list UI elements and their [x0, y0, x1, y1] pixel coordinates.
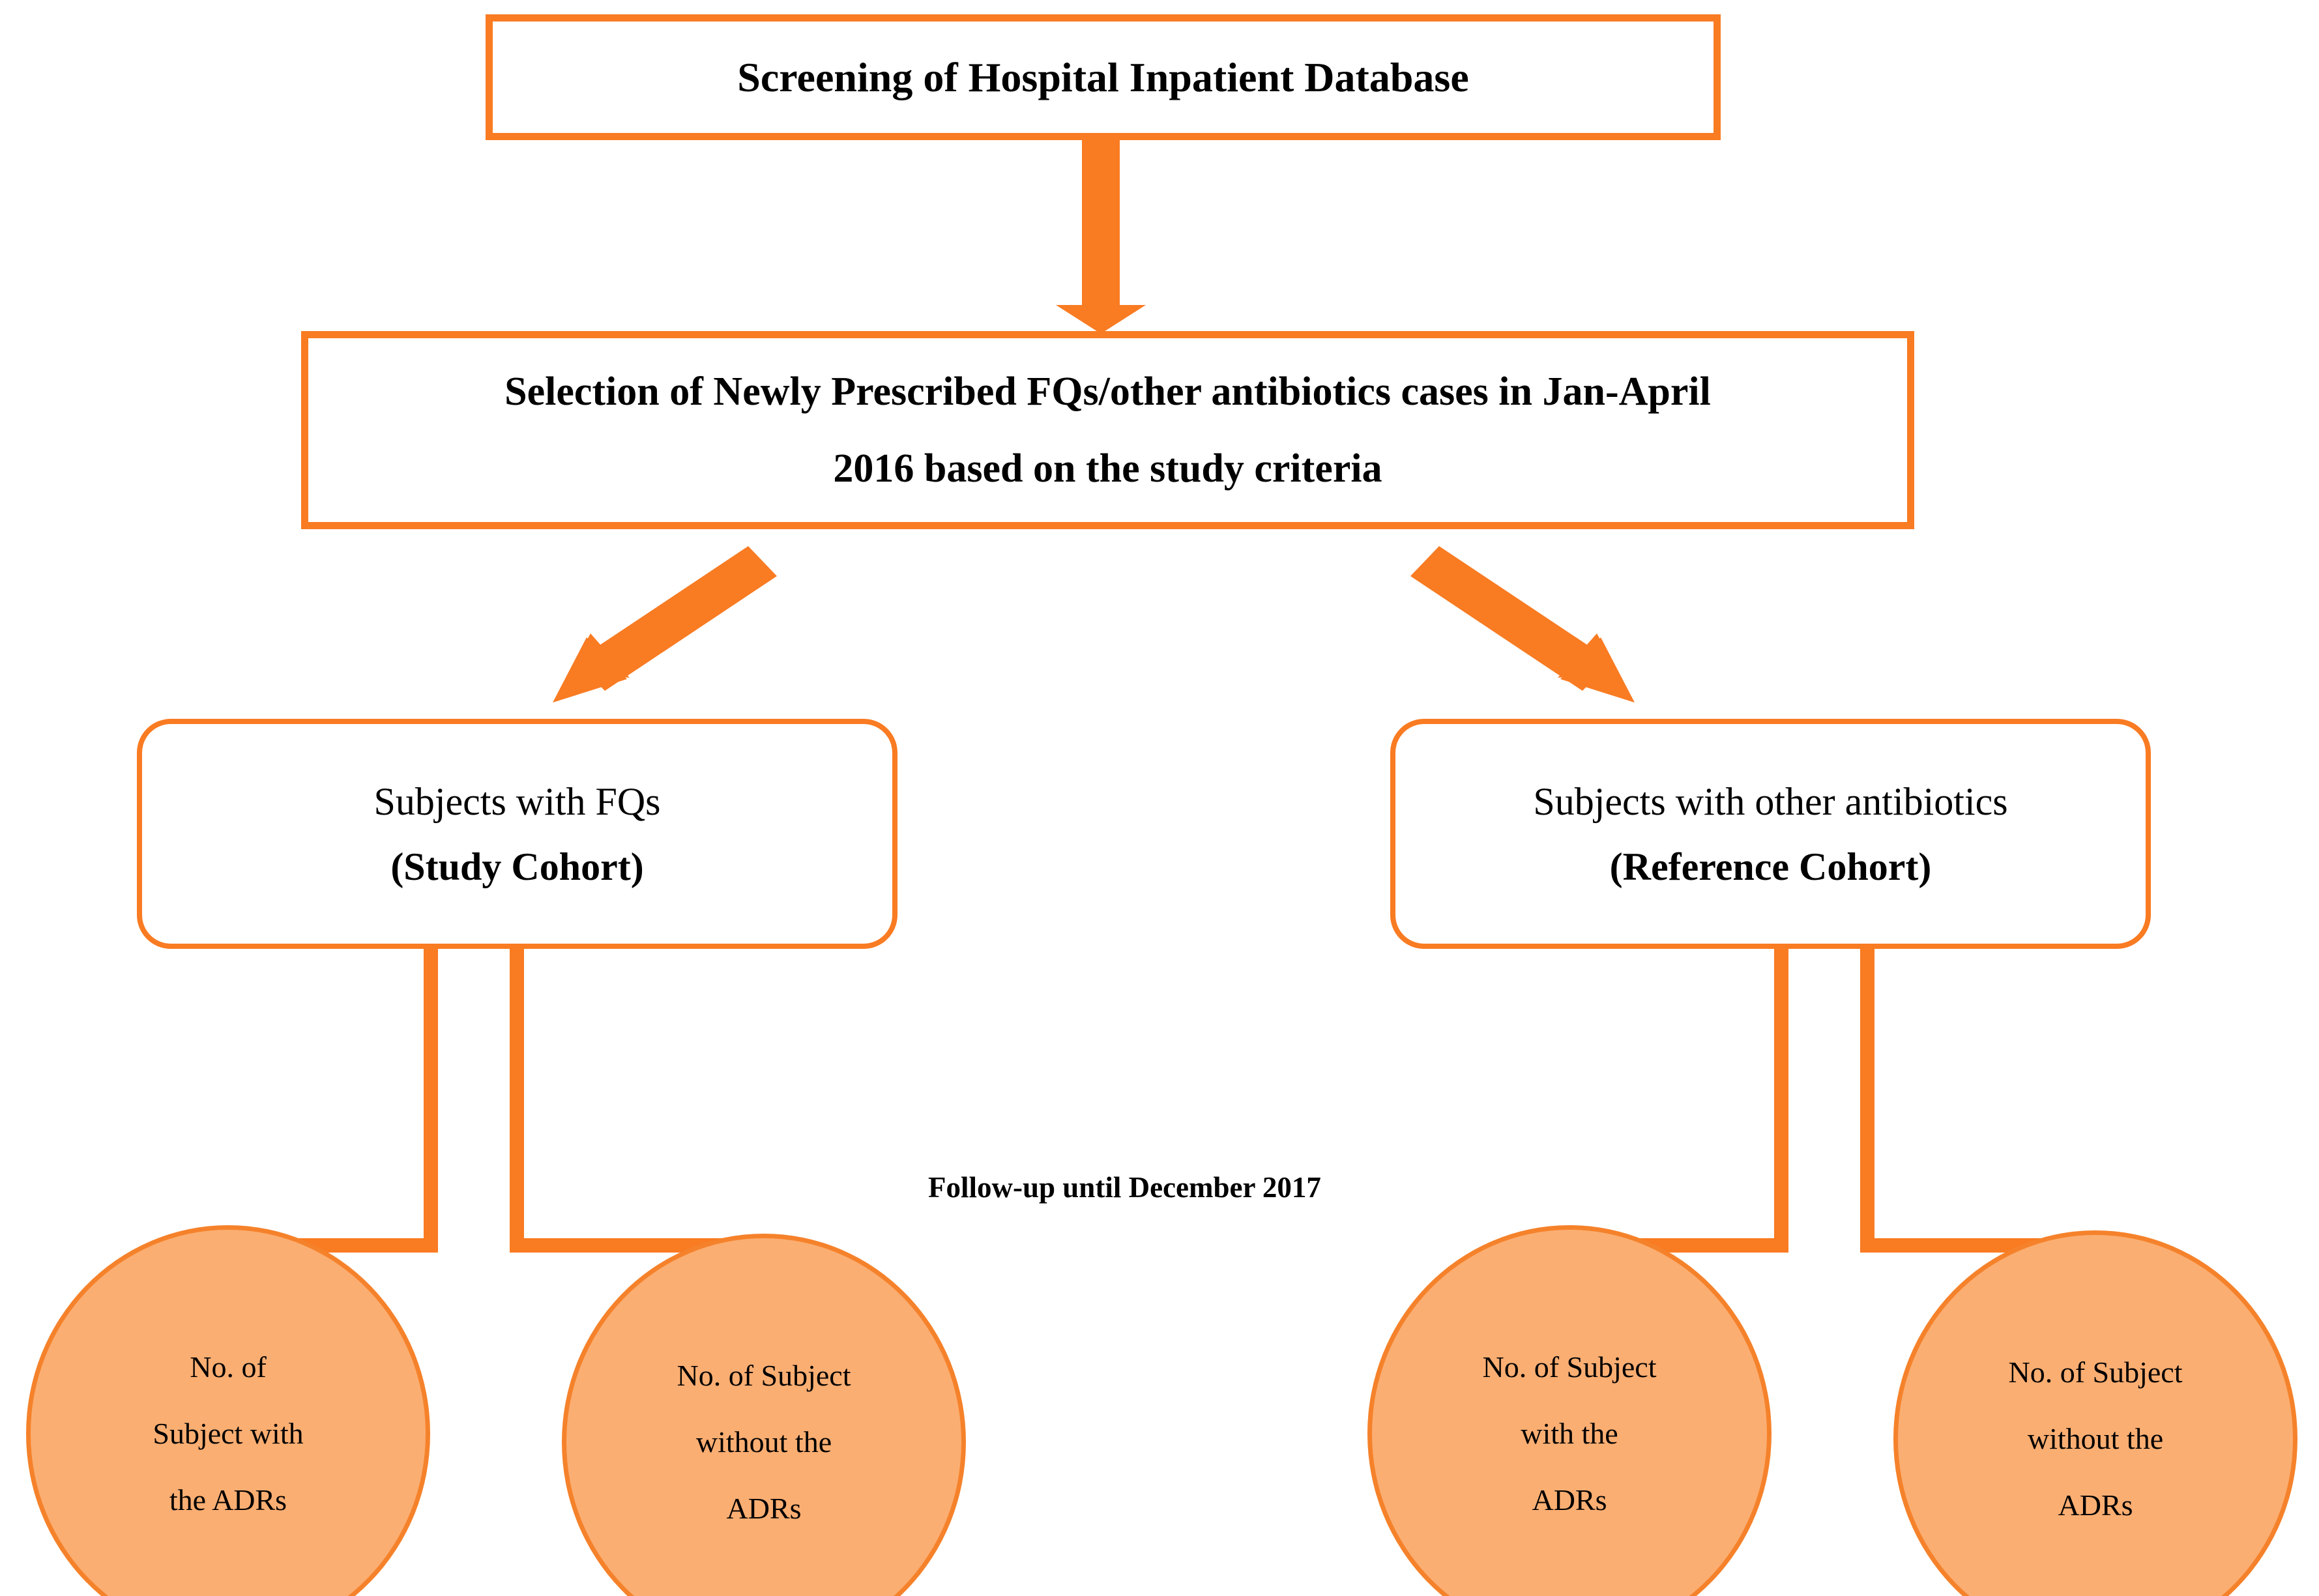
node-reference-with-adr-ellipse[interactable]: No. of Subject with the ADRs: [1367, 1225, 1772, 1596]
arrow-selection-to-study-cohort: [553, 546, 777, 703]
selection-label-line1: Selection of Newly Prescribed FQs/other …: [504, 370, 1711, 414]
study-with-adr-line2: Subject with: [153, 1417, 304, 1450]
study-with-adr-line1: No. of: [190, 1350, 267, 1384]
reference-with-adr-line2: with the: [1521, 1417, 1618, 1450]
node-reference-cohort-box[interactable]: Subjects with other antibiotics (Referen…: [1390, 719, 2151, 949]
node-study-without-adr-ellipse[interactable]: No. of Subject without the ADRs: [562, 1234, 966, 1596]
screening-label: Screening of Hospital Inpatient Database: [737, 53, 1469, 100]
node-reference-without-adr-ellipse[interactable]: No. of Subject without the ADRs: [1893, 1230, 2297, 1596]
arrow-selection-to-reference-cohort: [1410, 546, 1635, 703]
node-study-with-adr-ellipse[interactable]: No. of Subject with the ADRs: [26, 1225, 430, 1596]
reference-without-adr-line1: No. of Subject: [2008, 1356, 2183, 1389]
study-with-adr-line3: the ADRs: [169, 1483, 287, 1516]
study-without-adr-line1: No. of Subject: [677, 1359, 851, 1392]
study-cohort-label-line2: (Study Cohort): [390, 845, 644, 888]
node-screening-box[interactable]: Screening of Hospital Inpatient Database: [486, 14, 1721, 140]
study-without-adr-line3: ADRs: [726, 1492, 802, 1525]
reference-with-adr-line3: ADRs: [1532, 1483, 1607, 1516]
follow-up-label: Follow-up until December 2017: [928, 1171, 1321, 1204]
selection-label-line2: 2016 based on the study criteria: [833, 446, 1382, 491]
reference-cohort-label-line1: Subjects with other antibiotics: [1533, 779, 2008, 823]
reference-cohort-label-line2: (Reference Cohort): [1609, 845, 1932, 888]
study-cohort-label-line1: Subjects with FQs: [373, 779, 661, 823]
study-without-adr-line2: without the: [695, 1425, 832, 1458]
reference-without-adr-line3: ADRs: [2058, 1488, 2133, 1522]
reference-without-adr-line2: without the: [2027, 1422, 2164, 1455]
node-selection-box[interactable]: Selection of Newly Prescribed FQs/other …: [301, 331, 1914, 529]
arrow-screening-to-selection: [1056, 130, 1146, 334]
node-study-cohort-box[interactable]: Subjects with FQs (Study Cohort): [137, 719, 897, 949]
reference-with-adr-line1: No. of Subject: [1482, 1350, 1657, 1384]
